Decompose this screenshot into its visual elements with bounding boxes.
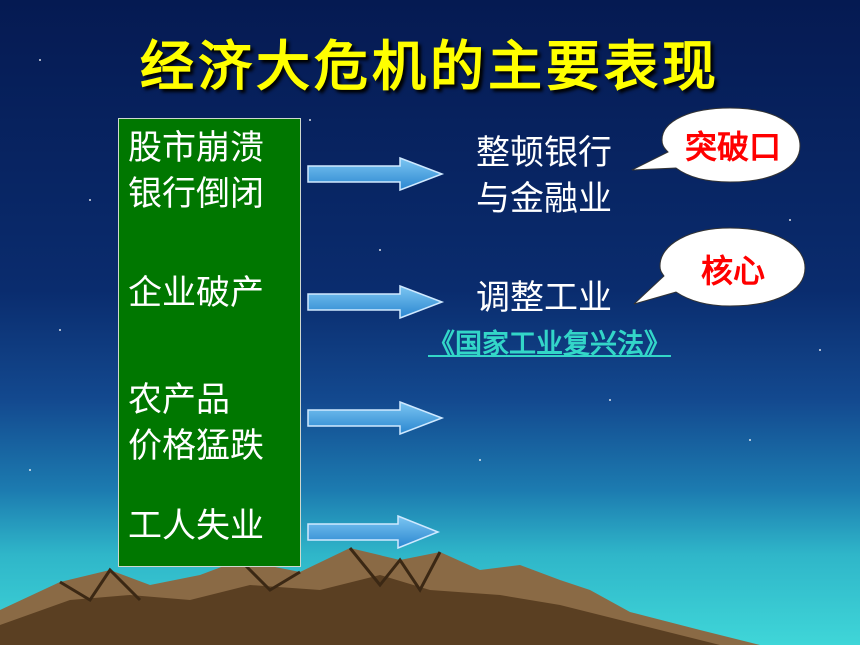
left-item-3: 农产品 价格猛跌 <box>128 377 264 469</box>
right-item-1-line1: 整顿银行 <box>476 133 612 173</box>
mountain-ridge <box>59 547 442 603</box>
left-item-2-line1: 企业破产 <box>128 273 264 313</box>
left-item-4: 工人失业 <box>128 503 264 549</box>
causes-box <box>118 118 301 567</box>
left-item-1: 股市崩溃 银行倒闭 <box>128 125 264 217</box>
callout-label-1: 突破口 <box>684 128 781 166</box>
mountain-shadow <box>0 575 720 645</box>
left-item-4-line1: 工人失业 <box>128 506 264 546</box>
arrow-2 <box>307 284 445 320</box>
callout-bubble-1 <box>631 107 801 183</box>
right-item-1: 整顿银行 与金融业 <box>476 130 612 222</box>
right-item-2: 调整工业 <box>476 275 612 321</box>
law-link[interactable]: 《国家工业复兴法》 <box>428 329 671 360</box>
right-item-2-line1: 调整工业 <box>476 278 612 318</box>
left-item-3-line1: 农产品 <box>128 380 230 420</box>
star-field <box>29 59 821 471</box>
left-item-2: 企业破产 <box>128 270 264 316</box>
callout-label-2: 核心 <box>700 252 765 290</box>
arrow-1 <box>307 156 445 192</box>
arrow-4 <box>307 514 441 550</box>
right-item-1-line2: 与金融业 <box>476 179 612 219</box>
callout-bubble-2 <box>633 227 806 307</box>
left-item-1-line1: 股市崩溃 <box>128 128 264 168</box>
arrow-3 <box>307 400 445 436</box>
left-item-1-line2: 银行倒闭 <box>128 174 264 214</box>
slide-title: 经济大危机的主要表现 <box>140 35 720 98</box>
left-item-3-line2: 价格猛跌 <box>128 426 264 466</box>
